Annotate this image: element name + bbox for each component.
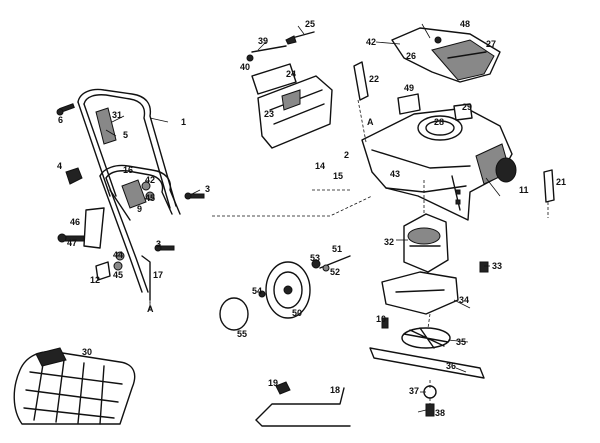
grass-catcher [13, 347, 136, 425]
callout-6: 6 [58, 115, 64, 125]
callout-54: 54 [252, 286, 263, 296]
callout-15: 15 [333, 171, 344, 181]
callout-14: 14 [315, 161, 326, 171]
part-22 [353, 61, 369, 101]
callout-55: 55 [237, 329, 248, 339]
cable-holder-12 [95, 261, 111, 281]
callout-29: 29 [462, 102, 473, 112]
handle-bolts [56, 103, 205, 281]
callout-34: 34 [459, 295, 470, 305]
callout-28: 28 [434, 117, 445, 127]
callout-47: 47 [67, 238, 78, 248]
callout-36: 36 [446, 361, 457, 371]
callout-49: 49 [404, 83, 415, 93]
callout-24: 24 [286, 69, 297, 79]
side-bracket-21 [543, 169, 555, 218]
callout-3: 3 [205, 184, 211, 194]
callout-12: 12 [90, 275, 101, 285]
spring-39 [246, 45, 287, 62]
callout-17: 17 [153, 270, 164, 280]
callout-44: 44 [113, 250, 124, 260]
blade-36 [369, 347, 485, 379]
callout-26: 26 [406, 51, 417, 61]
callout-32: 32 [384, 237, 395, 247]
callout-48: 48 [460, 19, 471, 29]
callout-35: 35 [456, 337, 467, 347]
callout-11: 11 [519, 185, 529, 195]
callout-23: 23 [264, 109, 275, 119]
callout-31: 31 [112, 110, 123, 120]
callout-5: 5 [123, 130, 129, 140]
cover-26-27 [391, 27, 501, 83]
callout-33: 33 [492, 261, 503, 271]
callout-4: 4 [57, 161, 63, 171]
callout-46: 46 [70, 217, 81, 227]
callout-45: 45 [145, 193, 156, 203]
plate-24 [251, 63, 297, 95]
stand-18 [255, 381, 351, 427]
callout-19: 19 [268, 378, 279, 388]
ref-a-cable: A [147, 304, 154, 314]
callout-43: 43 [390, 169, 401, 179]
callout-18: 18 [330, 385, 341, 395]
cable-17 [141, 255, 151, 308]
callout-52: 52 [330, 267, 341, 277]
rod-25 [285, 31, 315, 45]
handle-lower [99, 164, 181, 293]
callout-2: 2 [344, 150, 350, 160]
switch-box [121, 179, 147, 209]
clamp-46 [83, 207, 105, 249]
callout-10: 10 [376, 314, 387, 324]
callout-30: 30 [82, 347, 93, 357]
axle-51 [258, 255, 351, 298]
callout-22: 22 [369, 74, 380, 84]
handle-upper [77, 88, 177, 209]
motor-32 [403, 213, 449, 273]
callout-3b: 3 [156, 239, 162, 249]
ref-a-housing: A [367, 117, 374, 127]
callout-39: 39 [258, 36, 269, 46]
callout-37: 37 [409, 386, 420, 396]
callout-38: 38 [435, 408, 446, 418]
wheel-50 [265, 261, 311, 319]
callout-40: 40 [240, 62, 251, 72]
callout-53: 53 [310, 253, 321, 263]
labels-28-29-49 [397, 93, 473, 121]
callout-21: 21 [556, 177, 567, 187]
callout-1: 1 [181, 117, 187, 127]
callout-51: 51 [332, 244, 343, 254]
knob-4 [65, 167, 83, 185]
leader-lines [105, 23, 501, 413]
callout-16: 16 [123, 165, 134, 175]
fan-cover-34 [381, 271, 459, 315]
callout-27: 27 [486, 39, 497, 49]
fan-35 [401, 327, 451, 349]
callout-42: 42 [366, 37, 377, 47]
hubcap-55 [219, 297, 249, 331]
cable-clip [95, 107, 117, 145]
rear-roller [495, 157, 517, 183]
callout-25: 25 [305, 19, 316, 29]
callout-45b: 45 [113, 270, 124, 280]
callout-9: 9 [137, 204, 143, 214]
flap-23 [257, 75, 333, 149]
callout-42b: 42 [145, 175, 156, 185]
callout-50: 50 [292, 308, 303, 318]
